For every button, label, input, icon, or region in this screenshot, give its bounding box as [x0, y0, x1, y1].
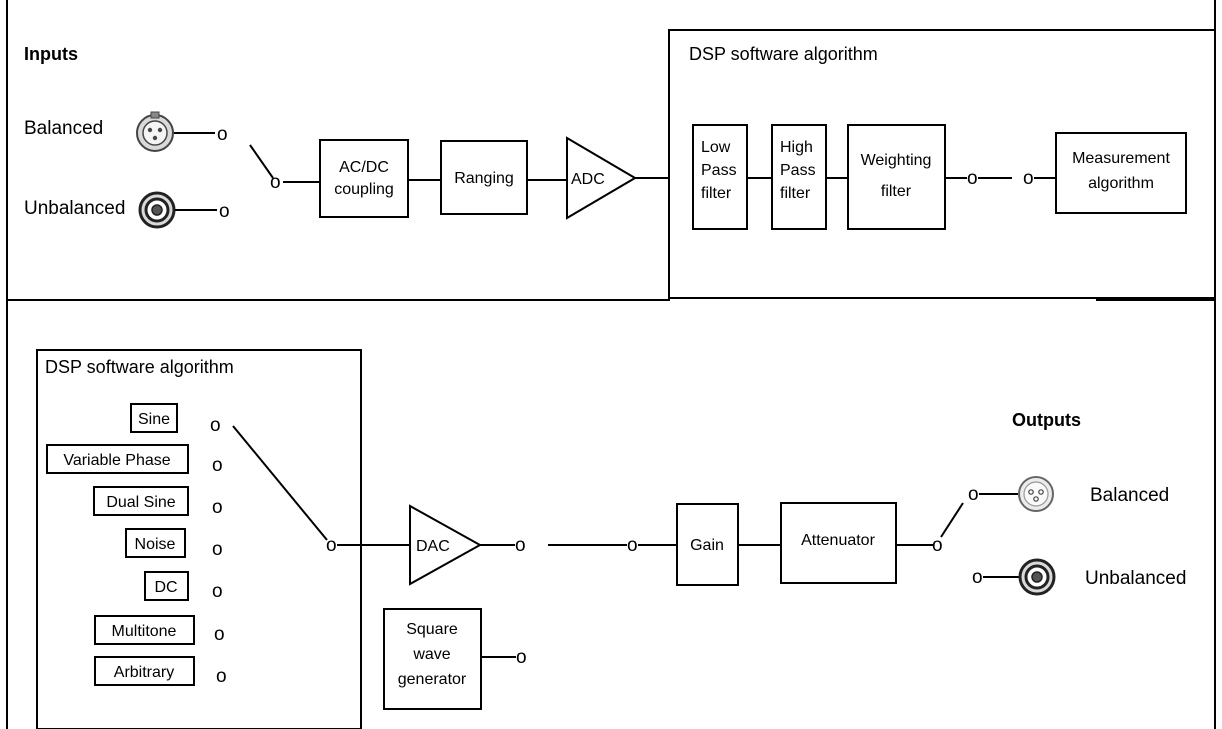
- svg-text:Square: Square: [406, 621, 458, 638]
- svg-text:Variable Phase: Variable Phase: [63, 452, 170, 469]
- waveform-arbitrary: Arbitrary: [94, 656, 195, 686]
- svg-text:High: High: [780, 139, 813, 156]
- svg-text:o: o: [326, 535, 337, 556]
- lowpass-filter-block: Low Pass filter: [692, 124, 748, 230]
- svg-text:Attenuator: Attenuator: [801, 532, 876, 549]
- xlr-connector-icon: [136, 111, 174, 152]
- highpass-filter-block: High Pass filter: [771, 124, 827, 230]
- ranging-block: Ranging: [440, 140, 528, 215]
- bnc-connector-icon: [1018, 558, 1056, 596]
- measurement-algorithm-block: Measurement algorithm: [1055, 132, 1187, 214]
- input-unbalanced-label: Unbalanced: [24, 198, 125, 219]
- input-balanced-label: Balanced: [24, 118, 103, 139]
- svg-text:wave: wave: [412, 646, 450, 663]
- acdc-coupling-block: AC/DC coupling: [319, 139, 409, 218]
- svg-text:coupling: coupling: [334, 181, 394, 198]
- svg-text:Low: Low: [701, 139, 731, 156]
- waveform-noise: Noise: [125, 528, 186, 558]
- waveform-multitone: Multitone: [94, 615, 195, 645]
- analyzer-dsp-title: DSP software algorithm: [689, 44, 878, 64]
- svg-text:Arbitrary: Arbitrary: [114, 664, 174, 681]
- svg-text:ADC: ADC: [571, 171, 605, 188]
- svg-text:Multitone: Multitone: [112, 623, 177, 640]
- svg-text:Pass: Pass: [701, 162, 737, 179]
- svg-text:Noise: Noise: [135, 536, 176, 553]
- xlr-connector-icon: [1018, 476, 1054, 512]
- input-unbalanced-terminal: o: [219, 201, 230, 222]
- svg-text:generator: generator: [398, 671, 467, 688]
- svg-text:Gain: Gain: [690, 537, 724, 554]
- svg-text:AC/DC: AC/DC: [339, 159, 389, 176]
- generator-dsp-box: DSP software algorithm Sine o Variable P…: [36, 349, 362, 729]
- waveform-variable-phase-terminal: o: [212, 455, 223, 476]
- svg-text:Sine: Sine: [138, 411, 170, 428]
- gain-block: Gain: [676, 503, 739, 586]
- svg-text:Measurement: Measurement: [1072, 150, 1170, 167]
- waveform-dc: DC: [144, 571, 189, 601]
- waveform-dual-sine-terminal: o: [212, 497, 223, 518]
- svg-text:o: o: [932, 535, 943, 556]
- svg-text:Dual Sine: Dual Sine: [106, 494, 175, 511]
- waveform-multitone-terminal: o: [214, 624, 225, 645]
- svg-text:Weighting: Weighting: [861, 152, 932, 169]
- weighting-filter-block: Weighting filter: [847, 124, 946, 230]
- bnc-connector-icon: [138, 191, 176, 229]
- dac-out-terminal: o: [515, 535, 526, 556]
- square-wave-generator-block: Square wave generator: [383, 608, 482, 710]
- output-selector-switch: o: [932, 502, 964, 556]
- svg-text:DAC: DAC: [416, 538, 450, 555]
- gain-in-terminal: o: [627, 535, 638, 556]
- waveform-noise-terminal: o: [212, 539, 223, 560]
- waveform-dc-terminal: o: [212, 581, 223, 602]
- svg-text:filter: filter: [780, 185, 811, 202]
- dac-amplifier: DAC: [409, 504, 483, 586]
- output-balanced-terminal: o: [968, 484, 979, 505]
- svg-text:algorithm: algorithm: [1088, 175, 1154, 192]
- svg-text:filter: filter: [701, 185, 732, 202]
- svg-text:Pass: Pass: [780, 162, 816, 179]
- measurement-in-terminal: o: [1023, 168, 1034, 189]
- weighting-out-terminal: o: [967, 168, 978, 189]
- svg-text:Ranging: Ranging: [454, 170, 514, 187]
- generator-dsp-title: DSP software algorithm: [45, 357, 234, 377]
- attenuator-block: Attenuator: [780, 502, 897, 584]
- square-wave-out-terminal: o: [516, 647, 527, 668]
- input-balanced-terminal: o: [217, 124, 228, 145]
- inputs-heading: Inputs: [24, 44, 78, 64]
- svg-text:filter: filter: [881, 183, 912, 200]
- output-balanced-label: Balanced: [1090, 485, 1169, 506]
- svg-text:DC: DC: [154, 579, 177, 596]
- waveform-sine-terminal: o: [210, 415, 221, 436]
- analyzer-dsp-box: DSP software algorithm Low Pass filter H…: [668, 29, 1216, 299]
- waveform-sine: Sine: [130, 403, 178, 433]
- adc-amplifier: ADC: [566, 136, 637, 220]
- outputs-heading: Outputs: [1012, 410, 1081, 430]
- input-selector-switch: o: [249, 144, 320, 193]
- svg-text:o: o: [270, 172, 281, 193]
- waveform-dual-sine: Dual Sine: [93, 486, 189, 516]
- output-unbalanced-terminal: o: [972, 567, 983, 588]
- waveform-arbitrary-terminal: o: [216, 666, 227, 687]
- waveform-selector-switch: o: [232, 425, 337, 556]
- waveform-variable-phase: Variable Phase: [46, 444, 189, 474]
- output-unbalanced-label: Unbalanced: [1085, 568, 1186, 589]
